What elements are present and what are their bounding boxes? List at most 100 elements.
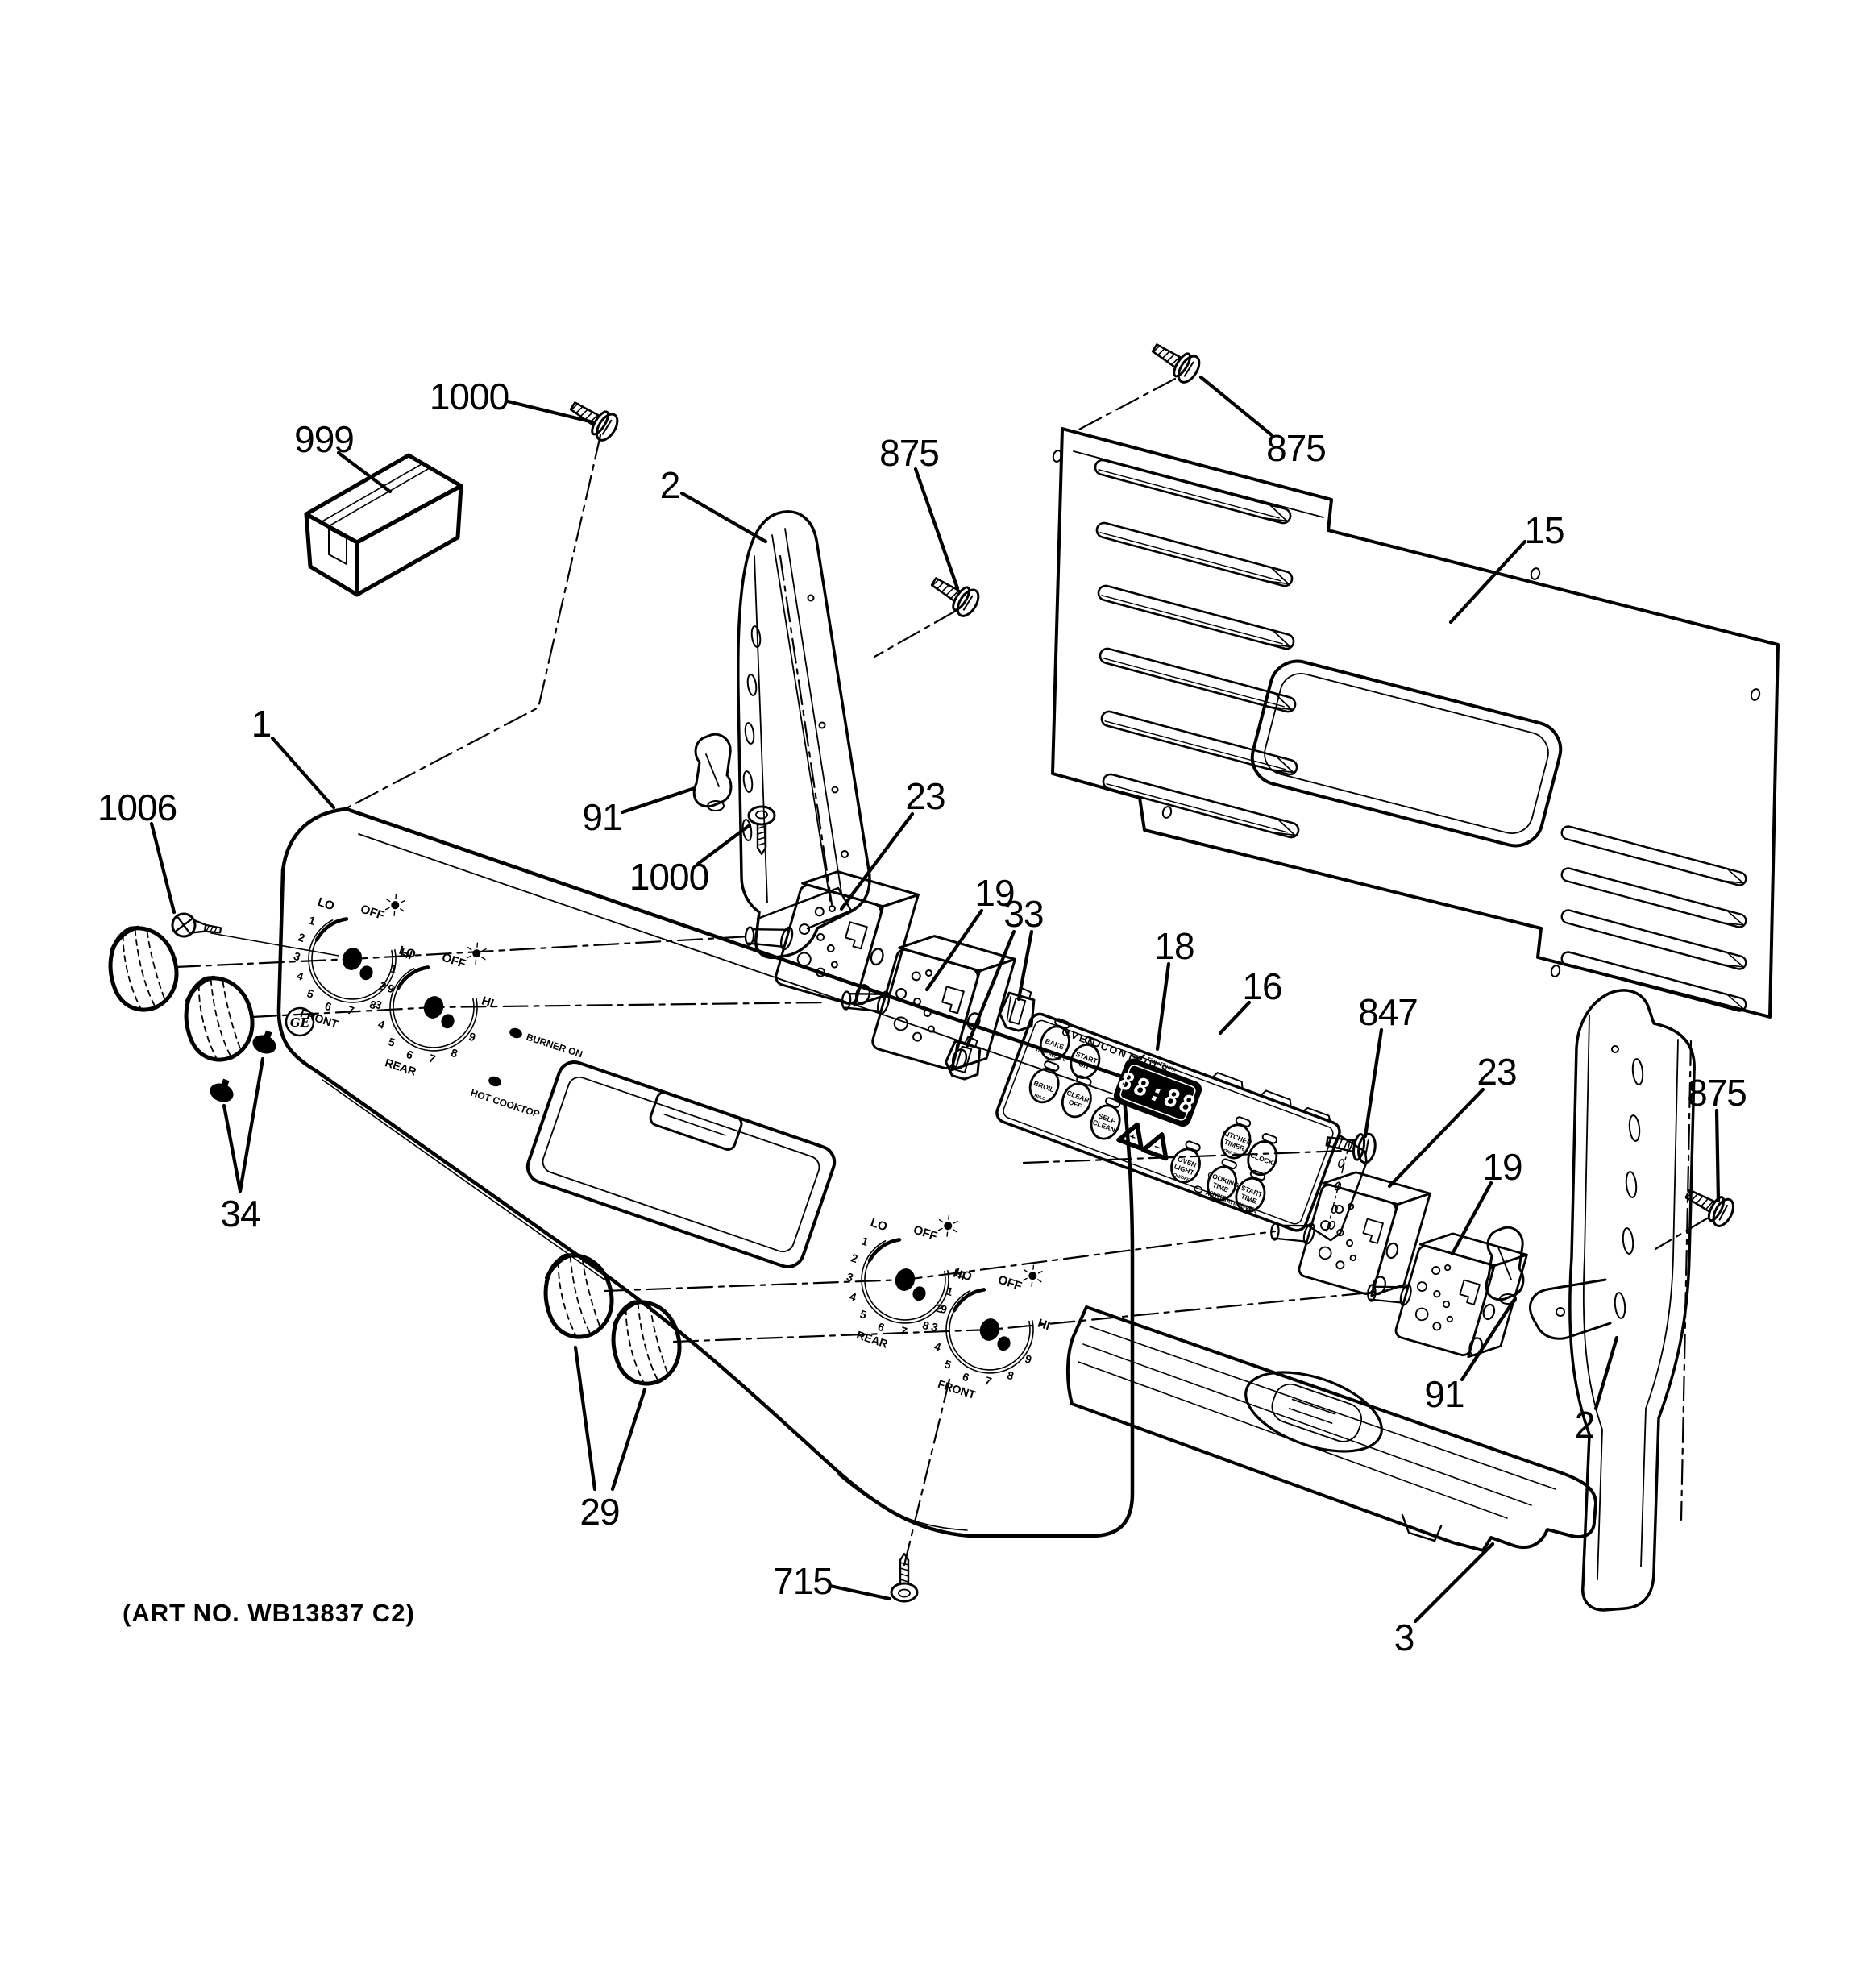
callout-875: 875 bbox=[879, 432, 960, 591]
callout-leader bbox=[620, 786, 697, 815]
callout-label-23: 23 bbox=[1477, 1051, 1516, 1093]
callout-999: 999 bbox=[294, 418, 393, 494]
switches-right bbox=[1270, 1171, 1528, 1359]
callout-875: 875 bbox=[1198, 375, 1327, 469]
callout-label-16: 16 bbox=[1242, 965, 1281, 1007]
dial-number: 6 bbox=[405, 1048, 415, 1062]
screw bbox=[1151, 343, 1201, 384]
callout-2: 2 bbox=[1575, 1335, 1619, 1446]
callout-label-91: 91 bbox=[582, 796, 621, 838]
dial-number: 8 bbox=[1006, 1368, 1016, 1383]
callout-leader bbox=[505, 399, 596, 425]
dial-number: 5 bbox=[858, 1307, 869, 1322]
callout-leader bbox=[1460, 1298, 1516, 1382]
callout-label-33: 33 bbox=[1003, 893, 1043, 935]
dial-hi: HI bbox=[480, 994, 496, 1011]
callout-label-1000: 1000 bbox=[629, 856, 708, 898]
part-1-control-panel bbox=[276, 807, 1135, 1538]
hot-cooktop-label: HOT COOKTOP bbox=[469, 1087, 541, 1120]
screw bbox=[569, 401, 619, 442]
callout-leader bbox=[222, 1103, 243, 1193]
callout-leader bbox=[149, 821, 177, 915]
ge-logo-text: GE bbox=[290, 1015, 310, 1030]
dial-number: 6 bbox=[876, 1320, 887, 1334]
dial-lo: LO bbox=[316, 895, 336, 914]
dial-number: 1 bbox=[388, 961, 399, 976]
dial-number: 4 bbox=[848, 1289, 858, 1304]
callout-label-19: 19 bbox=[974, 872, 1014, 914]
callout-label-999: 999 bbox=[294, 418, 354, 460]
vent-louver bbox=[1099, 647, 1297, 713]
callout-leader bbox=[1593, 1335, 1619, 1411]
part-switch bbox=[1367, 1232, 1528, 1359]
dial-number: 6 bbox=[323, 999, 334, 1014]
button-label: BROIL bbox=[1032, 1079, 1055, 1094]
dial-number: 5 bbox=[387, 1035, 397, 1049]
callout-33: 33 bbox=[965, 893, 1045, 1048]
callout-label-715: 715 bbox=[773, 1560, 833, 1602]
callout-label-34: 34 bbox=[220, 1193, 260, 1235]
callout-label-875: 875 bbox=[1266, 427, 1326, 469]
part-2-bracket-right bbox=[1529, 989, 1696, 1612]
callout-leader bbox=[1448, 539, 1527, 625]
callout-15: 15 bbox=[1448, 509, 1565, 625]
vent-louver bbox=[1094, 459, 1292, 525]
callout-1000: 1000 bbox=[430, 376, 596, 425]
button-label-2: ON bbox=[1078, 1060, 1090, 1071]
callout-label-2: 2 bbox=[660, 464, 680, 506]
callout-91: 91 bbox=[1424, 1298, 1516, 1415]
dial-off: OFF bbox=[912, 1223, 939, 1243]
button-sublabel: HI/LO bbox=[1033, 1094, 1047, 1102]
vent-louver bbox=[1095, 521, 1294, 587]
callout-91: 91 bbox=[582, 786, 697, 838]
callout-label-19: 19 bbox=[1482, 1146, 1522, 1188]
dial-hi: HI bbox=[951, 1267, 967, 1284]
burner-on-label: BURNER ON bbox=[525, 1031, 584, 1060]
callout-leader bbox=[679, 491, 768, 544]
callout-leader bbox=[839, 811, 915, 911]
dial-number: 7 bbox=[427, 1052, 438, 1066]
dial-position-label: REAR bbox=[855, 1328, 890, 1350]
control-knob bbox=[543, 1252, 614, 1339]
part-999-box bbox=[304, 453, 463, 597]
callout-leader bbox=[1714, 1108, 1721, 1203]
panel-window bbox=[525, 1060, 837, 1268]
callout-leader bbox=[1363, 1027, 1384, 1139]
dial-number: 5 bbox=[305, 986, 316, 1001]
callout-label-1000: 1000 bbox=[430, 376, 509, 417]
part-switch bbox=[841, 935, 1016, 1072]
dial-number: 7 bbox=[983, 1374, 994, 1388]
callout-label-847: 847 bbox=[1358, 991, 1418, 1033]
callout-715: 715 bbox=[773, 1560, 892, 1602]
callout-label-3: 3 bbox=[1394, 1617, 1414, 1658]
vent-louver bbox=[1560, 825, 1747, 886]
dial-off: OFF bbox=[996, 1273, 1024, 1293]
part-33-light bbox=[999, 987, 1036, 1032]
part-91-clip-left bbox=[692, 733, 733, 811]
callout-label-2: 2 bbox=[1575, 1404, 1595, 1446]
callout-19: 19 bbox=[1450, 1146, 1523, 1256]
part-switch bbox=[1270, 1171, 1431, 1297]
callout-19: 19 bbox=[924, 872, 1016, 992]
dial-lo: LO bbox=[869, 1216, 889, 1235]
dial-number: 7 bbox=[346, 1003, 356, 1018]
part-3-lower-trim bbox=[1065, 1305, 1597, 1552]
callout-18: 18 bbox=[1154, 925, 1195, 1052]
knobs bbox=[108, 925, 682, 1386]
callout-leader bbox=[696, 823, 752, 866]
callout-29: 29 bbox=[573, 1345, 647, 1533]
dial-number: 4 bbox=[932, 1339, 943, 1354]
callout-leader bbox=[965, 929, 1016, 1048]
dial-number: 5 bbox=[943, 1357, 953, 1372]
screw bbox=[171, 912, 222, 938]
vent-louver bbox=[1560, 951, 1747, 1012]
dial-number: 2 bbox=[297, 930, 307, 944]
ge-logo-icon: GE bbox=[285, 1006, 315, 1037]
callout-leader bbox=[1155, 961, 1171, 1052]
rail-emboss bbox=[1244, 1371, 1383, 1453]
